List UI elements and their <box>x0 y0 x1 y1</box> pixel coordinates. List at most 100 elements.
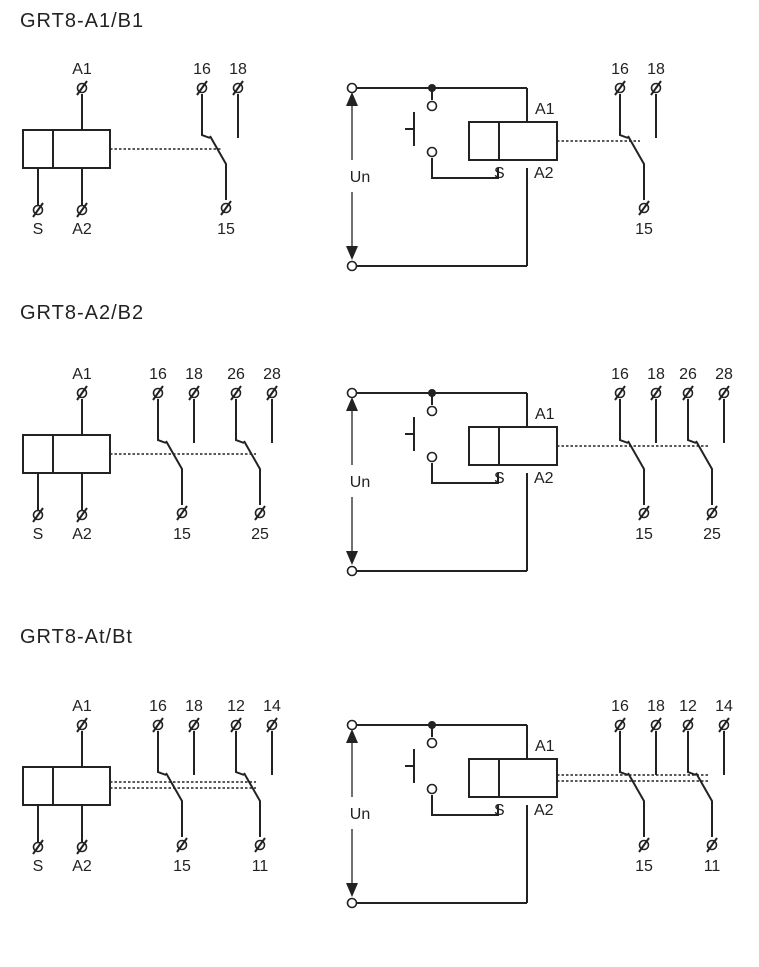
contact-label-no: 18 <box>229 61 247 78</box>
terminal-label-a1: A1 <box>72 61 92 78</box>
terminal-no-icon <box>650 717 662 733</box>
section-title-a1-b1: GRT8-A1/B1 <box>20 10 145 32</box>
terminal-com-icon <box>176 505 188 521</box>
un-arrow-down-icon <box>346 551 358 565</box>
contact-blade <box>627 440 645 505</box>
terminal-no-icon <box>650 385 662 401</box>
s-wire <box>431 463 499 484</box>
contact-label-nc: 26 <box>679 366 697 383</box>
terminal-slash <box>76 717 88 733</box>
terminal-slash <box>638 837 650 853</box>
contact-label-com: 15 <box>173 526 191 543</box>
terminal-s-icon <box>32 839 44 855</box>
terminal-no-icon <box>188 385 200 401</box>
terminal-slash <box>650 385 662 401</box>
terminal-slash <box>638 200 650 216</box>
contact-nc-lead <box>157 399 167 444</box>
terminal-slash <box>188 385 200 401</box>
button-top-contact <box>426 405 438 417</box>
terminal-slash <box>682 385 694 401</box>
contact-label-com: 15 <box>635 526 653 543</box>
contact-label-com: 25 <box>703 526 721 543</box>
contact-label-com: 15 <box>635 858 653 875</box>
terminal-slash <box>718 385 730 401</box>
terminal-label-s: S <box>494 470 505 487</box>
terminal-slash <box>196 80 208 96</box>
terminal-slash <box>638 505 650 521</box>
contact-nc-lead <box>157 731 167 776</box>
terminal-nc-icon <box>230 717 242 733</box>
terminal-nc-icon <box>196 80 208 96</box>
supply-terminal-top <box>346 719 358 731</box>
contact-label-no: 18 <box>185 366 203 383</box>
contact-blade <box>695 440 713 505</box>
contact-label-nc: 16 <box>611 61 629 78</box>
terminal-slash <box>254 505 266 521</box>
supply-terminal-top <box>346 82 358 94</box>
terminal-slash <box>32 839 44 855</box>
contact-nc-lead <box>619 399 629 444</box>
contact-nc-lead <box>687 731 697 776</box>
relay-s-box <box>22 766 54 806</box>
relay-coil-box <box>52 434 111 474</box>
button-top-contact <box>426 737 438 749</box>
terminal-slash <box>32 507 44 523</box>
terminal-s-icon <box>32 202 44 218</box>
terminal-nc-icon <box>614 80 626 96</box>
relay-s-box <box>468 121 500 161</box>
contact-nc-lead <box>619 731 629 776</box>
contact-label-nc: 26 <box>227 366 245 383</box>
terminal-slash <box>76 839 88 855</box>
contact-nc-lead <box>687 399 697 444</box>
terminal-nc-icon <box>614 717 626 733</box>
terminal-com-icon <box>638 200 650 216</box>
terminal-com-icon <box>254 837 266 853</box>
terminal-nc-icon <box>152 385 164 401</box>
terminal-label-s: S <box>33 858 44 875</box>
section-title-a2-b2: GRT8-A2/B2 <box>20 302 145 324</box>
terminal-no-icon <box>718 385 730 401</box>
contact-label-no: 28 <box>715 366 733 383</box>
terminal-no-icon <box>266 385 278 401</box>
relay-s-box <box>468 758 500 798</box>
relay-coil-box <box>498 121 558 161</box>
terminal-label-a1: A1 <box>535 101 555 118</box>
supply-terminal-bottom <box>346 260 358 272</box>
terminal-slash <box>152 717 164 733</box>
terminal-no-icon <box>650 80 662 96</box>
terminal-com-icon <box>254 505 266 521</box>
terminal-label-a1: A1 <box>535 406 555 423</box>
terminal-slash <box>718 717 730 733</box>
contact-blade <box>627 135 645 200</box>
supply-terminal-bottom <box>346 897 358 909</box>
contact-label-nc: 16 <box>149 698 167 715</box>
relay-s-box <box>468 426 500 466</box>
supply-label-un: Un <box>350 806 370 823</box>
terminal-slash <box>266 717 278 733</box>
terminal-nc-icon <box>152 717 164 733</box>
contact-blade <box>209 135 227 200</box>
terminal-label-a2: A2 <box>534 470 554 487</box>
terminal-slash <box>706 505 718 521</box>
un-arrow-up-icon <box>346 397 358 411</box>
terminal-slash <box>188 717 200 733</box>
un-arrow-up-icon <box>346 92 358 106</box>
terminal-label-a1: A1 <box>535 738 555 755</box>
terminal-slash <box>232 80 244 96</box>
contact-label-no: 28 <box>263 366 281 383</box>
button-bottom-contact <box>426 146 438 158</box>
contact-label-no: 18 <box>647 366 665 383</box>
contact-blade <box>243 440 261 505</box>
terminal-s-icon <box>32 507 44 523</box>
terminal-com-icon <box>706 837 718 853</box>
terminal-label-a1: A1 <box>72 366 92 383</box>
terminal-com-icon <box>706 505 718 521</box>
s-wire <box>431 158 499 179</box>
terminal-a1-icon <box>76 717 88 733</box>
terminal-slash <box>176 837 188 853</box>
terminal-label-s: S <box>33 526 44 543</box>
contact-label-nc: 16 <box>193 61 211 78</box>
contact-label-com: 15 <box>635 221 653 238</box>
contact-blade <box>695 772 713 837</box>
